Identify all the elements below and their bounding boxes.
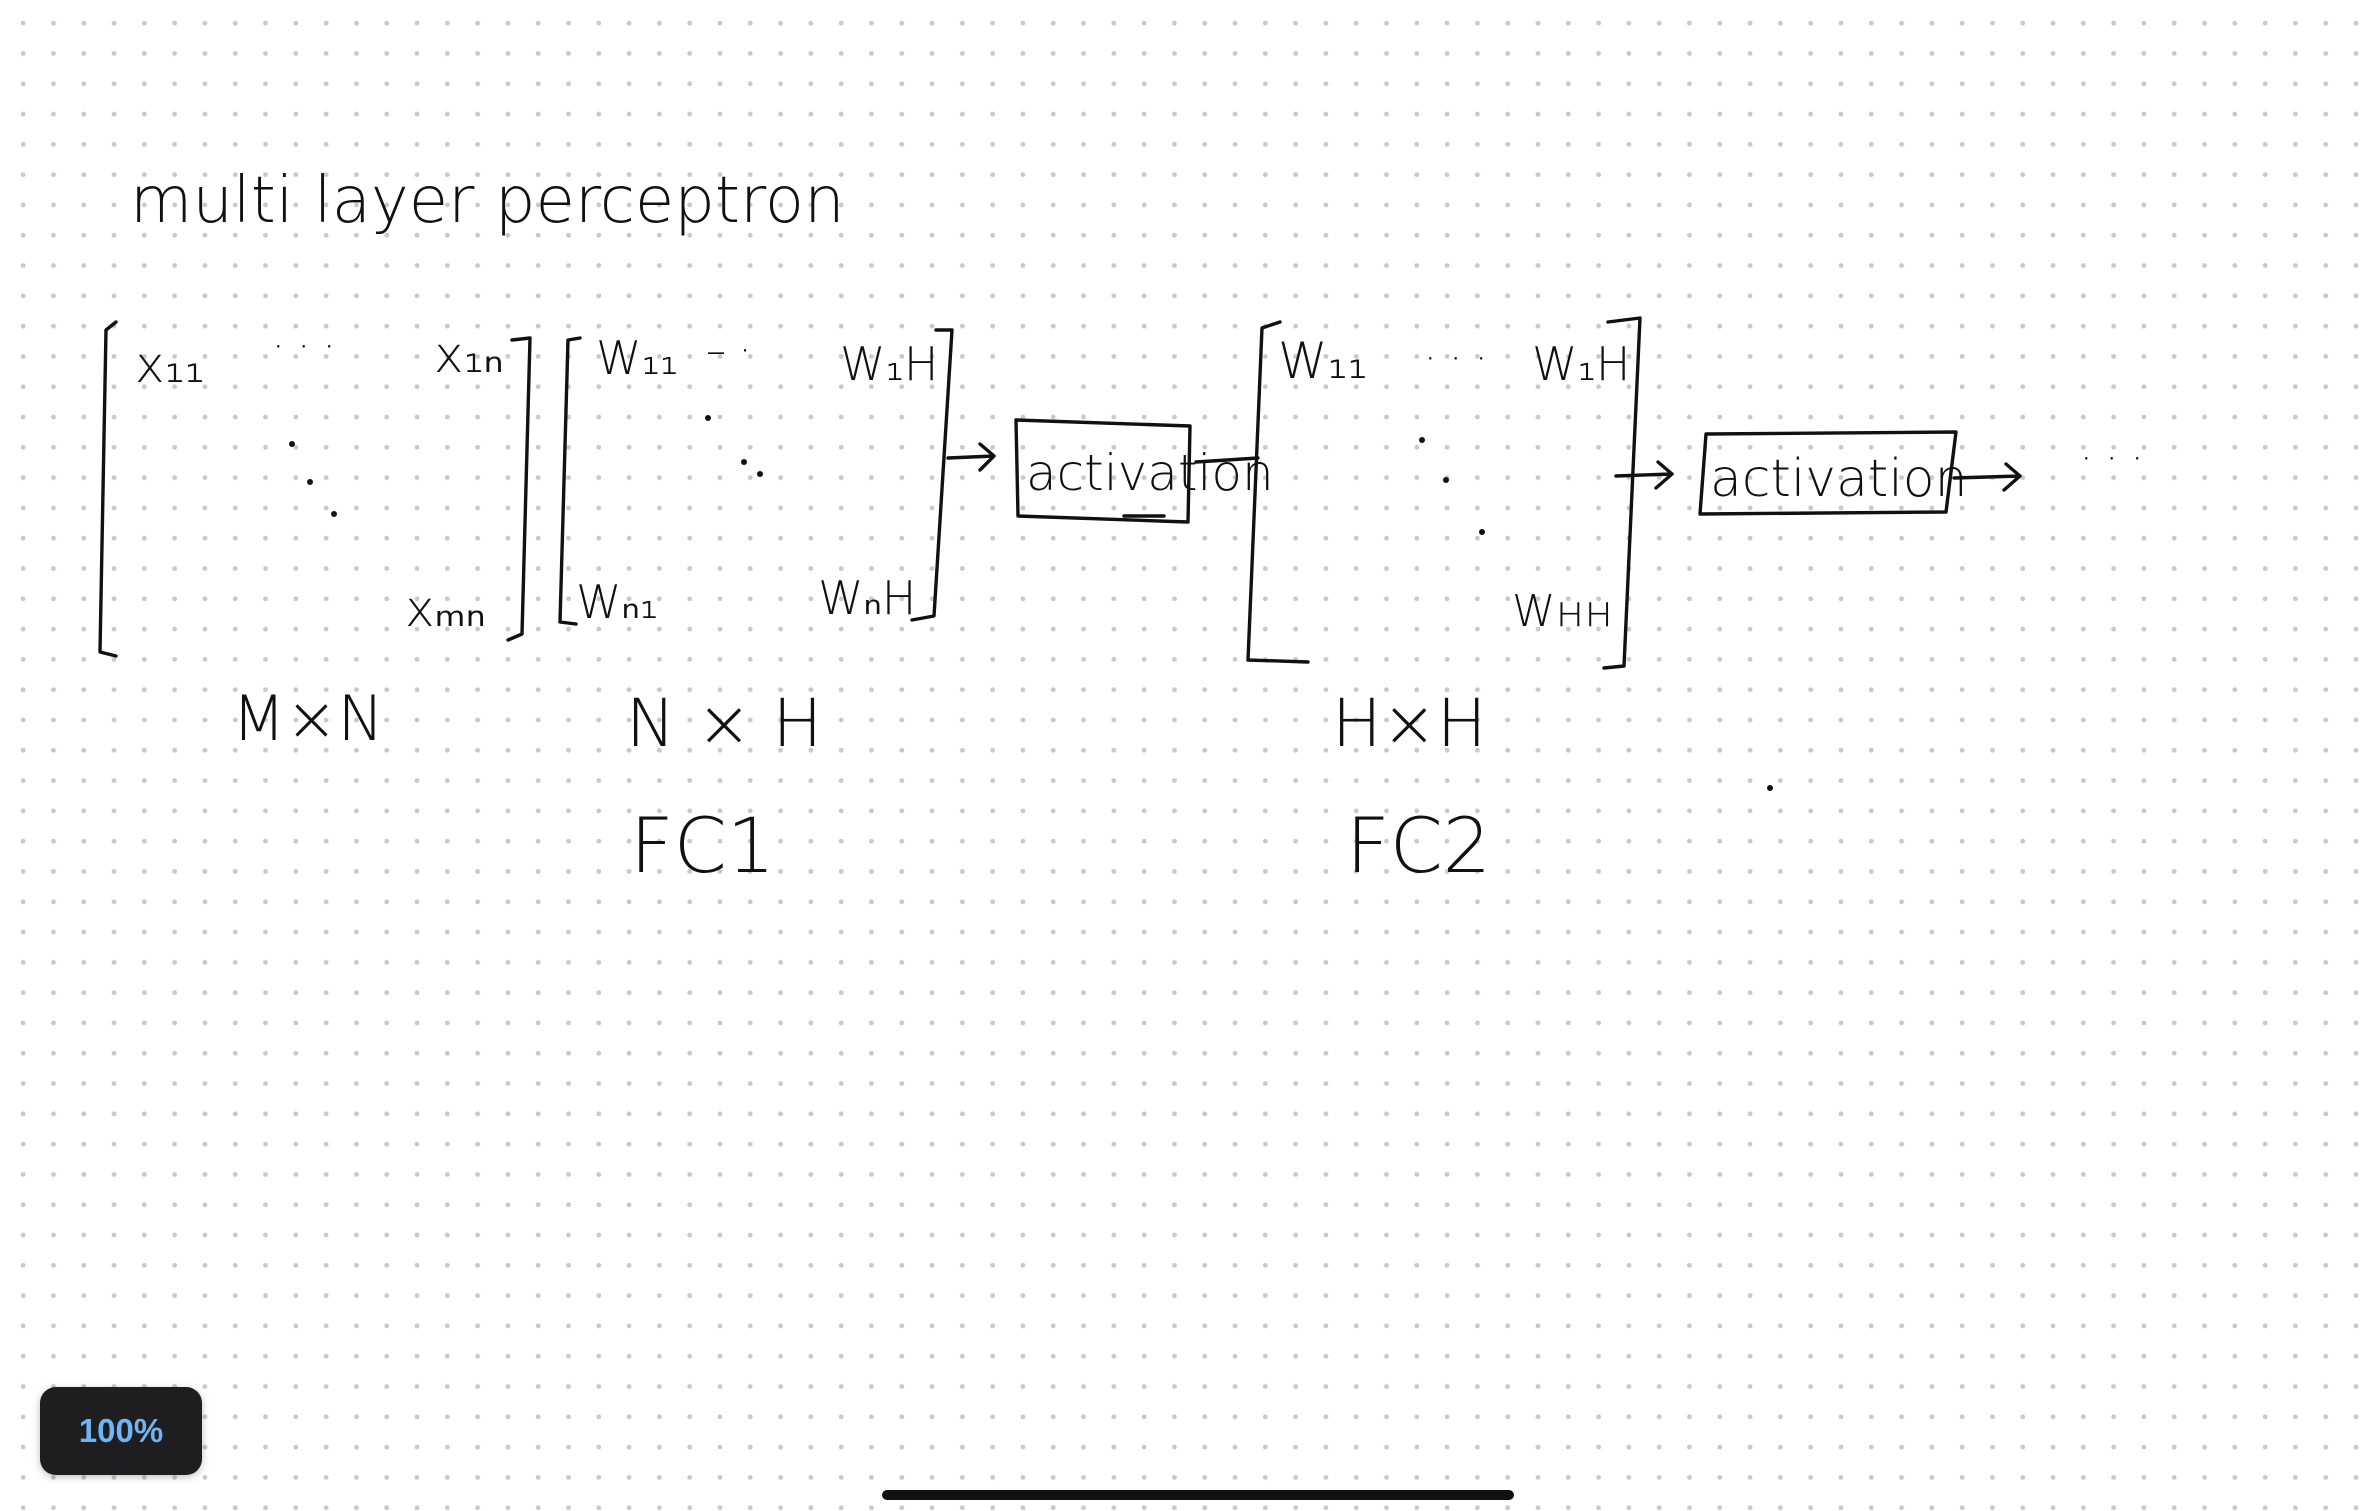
input-matrix-top-dots: · · · xyxy=(272,324,336,370)
activation-1-label: activation xyxy=(1026,444,1274,502)
fc1-matrix-bottom-right: WₙH xyxy=(818,571,916,625)
activation-2-label: activation xyxy=(1710,449,1968,509)
activation-1-box xyxy=(1014,418,1192,524)
input-matrix-top-left: x₁₁ xyxy=(135,336,205,394)
arrow-to-fc2 xyxy=(1194,456,1260,464)
fc1-label: FC1 xyxy=(630,801,775,890)
page-title: multi layer perceptron xyxy=(130,164,845,238)
trailing-ellipsis: · · · xyxy=(2080,436,2144,482)
stray-dot xyxy=(1767,785,1773,791)
fc1-matrix-top-left: W₁₁ xyxy=(596,331,678,385)
input-matrix-right-bracket xyxy=(506,336,532,642)
fc1-matrix-left-bracket xyxy=(558,336,582,626)
fc2-matrix-left-bracket xyxy=(1246,320,1310,664)
fc1-matrix-top-right: W₁H xyxy=(840,337,939,391)
fc2-matrix-right-bracket xyxy=(1602,316,1642,670)
fc2-matrix-top-right: W₁H xyxy=(1532,337,1631,391)
fc2-matrix-dimension: H×H xyxy=(1332,685,1487,762)
fc1-matrix-diagonal-dots xyxy=(705,415,763,477)
input-matrix-diagonal-dots xyxy=(289,441,337,517)
fc2-matrix-top-left: W₁₁ xyxy=(1278,332,1368,390)
fc1-matrix-right-bracket xyxy=(910,328,954,622)
fc2-matrix-top-dots: · · · xyxy=(1424,336,1488,382)
input-matrix-bottom-right: xₘₙ xyxy=(405,580,486,638)
input-matrix-top-right: x₁ₙ xyxy=(434,326,504,384)
arrow-to-activation-2 xyxy=(1614,460,1674,490)
input-matrix-left-bracket xyxy=(98,320,118,658)
input-matrix-dimension: M×N xyxy=(232,682,384,755)
fc1-matrix-top-dots: – · xyxy=(706,328,751,374)
arrow-to-output xyxy=(1952,462,2022,492)
fc2-matrix-diagonal-dots xyxy=(1419,437,1485,535)
fc2-label: FC2 xyxy=(1346,801,1491,890)
fc1-matrix-bottom-left: Wₙ₁ xyxy=(576,575,658,629)
fc1-matrix-dimension: N × H xyxy=(626,685,822,762)
zoom-level-button[interactable]: 100% xyxy=(40,1387,202,1475)
home-indicator[interactable] xyxy=(882,1490,1514,1500)
activation-2-box xyxy=(1698,430,1958,516)
arrow-to-activation-1 xyxy=(946,442,996,472)
fc2-matrix-bottom-right: Wʜʜ xyxy=(1512,586,1613,637)
